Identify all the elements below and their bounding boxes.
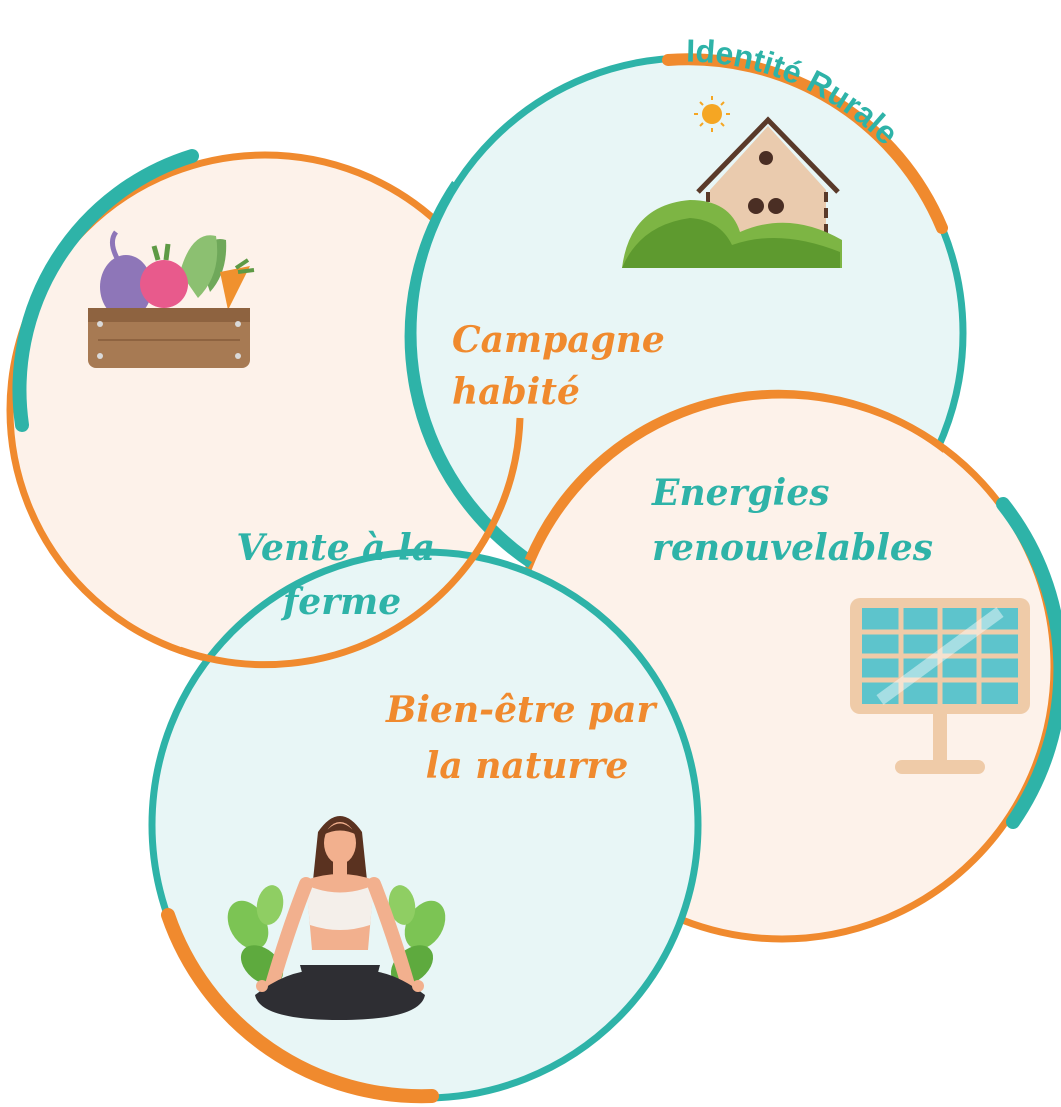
circle-campagne-overlap-arc (404, 181, 532, 568)
sun-icon (694, 96, 730, 132)
country-house-icon (622, 96, 842, 268)
circle-vente-accent-arc (12, 149, 199, 432)
label-energies-line-1: Energies (651, 472, 830, 514)
label-energies-line-2: renouvelables (652, 527, 933, 569)
label-vente-line-1: Vente à la (236, 527, 435, 569)
circle-campagne-accent-arc (662, 53, 948, 234)
circle-bienetre (148, 548, 702, 1104)
circle-energies-overlap-arc (524, 389, 948, 562)
label-energies: Energies renouvelables (651, 472, 933, 569)
label-bienetre: Bien-être par la naturre (385, 689, 668, 787)
label-campagne: Campagne habité (452, 319, 677, 413)
label-bienetre-line-2: la naturre (426, 745, 629, 787)
vegetable-crate-icon (88, 230, 255, 368)
meditating-woman-icon (227, 816, 446, 1020)
solar-panel-icon (850, 598, 1030, 774)
label-vente-line-2: ferme (280, 581, 401, 623)
circle-vente-overlap-arc (178, 417, 524, 669)
label-campagne-line-1: Campagne (452, 319, 665, 361)
circle-energies-accent-arc (996, 497, 1061, 829)
circle-bienetre-accent-arc (161, 908, 439, 1104)
label-vente: Vente à la ferme (236, 527, 447, 623)
label-campagne-line-2: habité (452, 371, 580, 413)
label-bienetre-line-1: Bien-être par (385, 689, 659, 731)
